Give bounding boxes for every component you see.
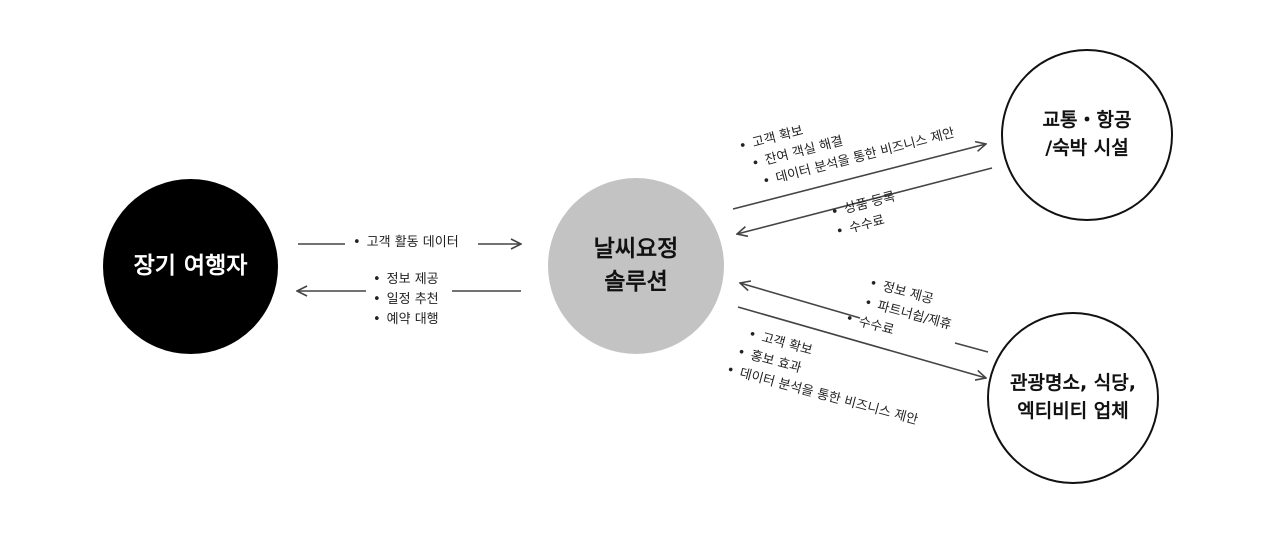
arrow-transport-to-solution: [737, 167, 993, 234]
node-label: 장기 여행자: [133, 252, 248, 279]
node-label-line: 날씨요정: [593, 235, 679, 262]
arrow-solution-to-attraction: [737, 306, 986, 378]
edge-label-item: •예약 대행: [373, 312, 439, 327]
node-transport-lodging: 교통・항공 /숙박 시설: [1001, 49, 1173, 221]
arrow-attraction-to-solution: [740, 283, 861, 319]
node-label-line: 교통・항공: [1042, 109, 1132, 132]
node-attractions-restaurants-activities: 관광명소, 식당, 엑티비티 업체: [987, 312, 1159, 484]
edge-label-item: •정보 제공: [373, 272, 439, 287]
edge-label-item: •일정 추천: [373, 292, 439, 307]
edge-label-solution-to-traveler: •정보 제공 •일정 추천 •예약 대행: [373, 270, 439, 330]
node-label-line: 관광명소, 식당,: [1010, 372, 1136, 395]
arrow-attraction-to-solution-tail: [954, 342, 989, 353]
node-label-line: 엑티비티 업체: [1017, 400, 1129, 422]
node-label-line: 솔루션: [604, 269, 668, 295]
edge-label-item: •고객 활동 데이터: [353, 235, 459, 250]
arrow-solution-to-transport: [732, 144, 986, 210]
node-weather-fairy-solution: 날씨요정 솔루션: [548, 178, 724, 354]
edge-label-traveler-to-solution: •고객 활동 데이터: [353, 233, 459, 253]
node-label-line: /숙박 시설: [1045, 137, 1129, 159]
node-long-term-traveler: 장기 여행자: [103, 179, 278, 354]
